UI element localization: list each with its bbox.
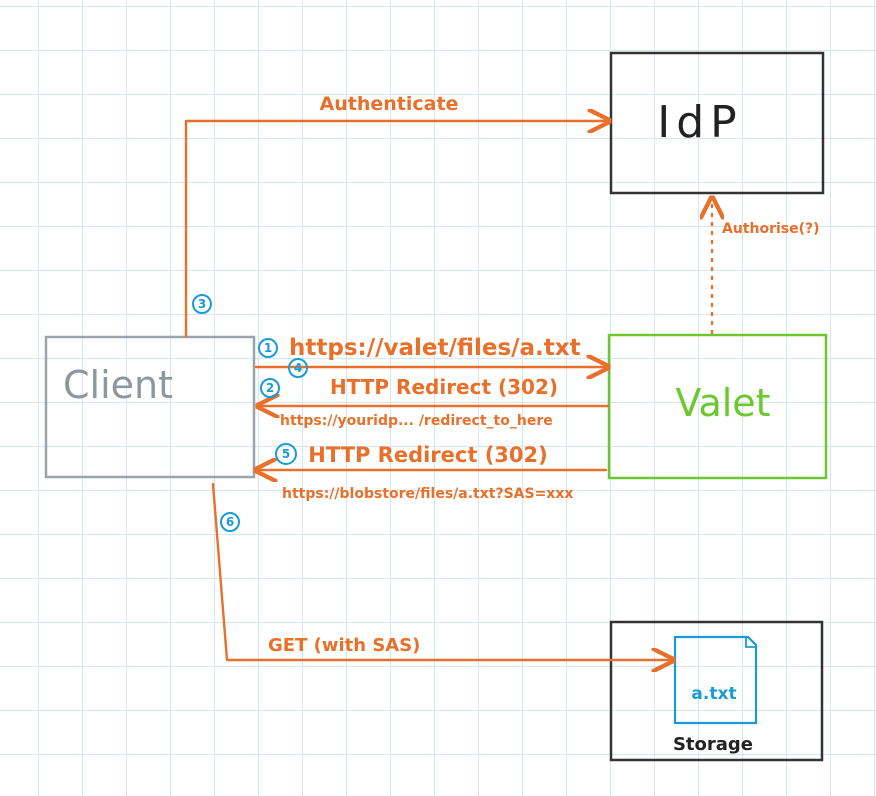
authenticate-edge: Authenticate bbox=[184, 93, 609, 338]
redirect-2-url-label: https://blobstore/files/a.txt?SAS=xxx bbox=[282, 486, 573, 502]
redirect-1-label: HTTP Redirect (302) bbox=[330, 375, 558, 399]
svg-text:1: 1 bbox=[264, 341, 272, 355]
step-badge-1: 1 bbox=[258, 338, 278, 358]
authorise-label: Authorise(?) bbox=[722, 221, 820, 237]
file-label: a.txt bbox=[691, 684, 736, 704]
client-node: Client bbox=[44, 335, 256, 479]
step-badge-5: 5 bbox=[275, 443, 297, 465]
idp-node: IdP bbox=[609, 51, 825, 195]
redirect-1-edge: HTTP Redirect (302) https://youridp... /… bbox=[258, 375, 610, 429]
authorise-edge: Authorise(?) bbox=[712, 198, 820, 335]
step-badge-6: 6 bbox=[220, 512, 240, 532]
request-url-label: https://valet/files/a.txt bbox=[289, 335, 581, 361]
step-badge-2: 2 bbox=[260, 378, 280, 398]
client-box bbox=[44, 335, 256, 479]
valet-label: Valet bbox=[675, 381, 770, 425]
get-sas-edge: GET (with SAS) bbox=[211, 482, 673, 660]
get-sas-label: GET (with SAS) bbox=[268, 635, 420, 656]
redirect-1-url-label: https://youridp... /redirect_to_here bbox=[280, 413, 553, 429]
svg-text:4: 4 bbox=[294, 361, 302, 375]
storage-node: a.txt Storage bbox=[609, 620, 824, 762]
svg-text:2: 2 bbox=[266, 381, 274, 395]
request-edge: https://valet/files/a.txt bbox=[254, 335, 608, 367]
redirect-2-label: HTTP Redirect (302) bbox=[308, 443, 547, 467]
valet-node: Valet bbox=[607, 333, 828, 480]
svg-text:6: 6 bbox=[226, 515, 234, 529]
file-icon: a.txt bbox=[673, 635, 758, 725]
authenticate-label: Authenticate bbox=[320, 93, 459, 115]
client-label: Client bbox=[63, 363, 173, 407]
storage-box bbox=[609, 620, 824, 762]
idp-label: IdP bbox=[657, 97, 742, 148]
step-badge-3: 3 bbox=[192, 294, 212, 314]
svg-text:3: 3 bbox=[198, 297, 206, 311]
storage-label: Storage bbox=[673, 734, 753, 755]
svg-text:5: 5 bbox=[282, 447, 290, 461]
redirect-2-edge: HTTP Redirect (302) https://blobstore/fi… bbox=[256, 443, 608, 502]
step-badge-4: 4 bbox=[288, 358, 308, 378]
